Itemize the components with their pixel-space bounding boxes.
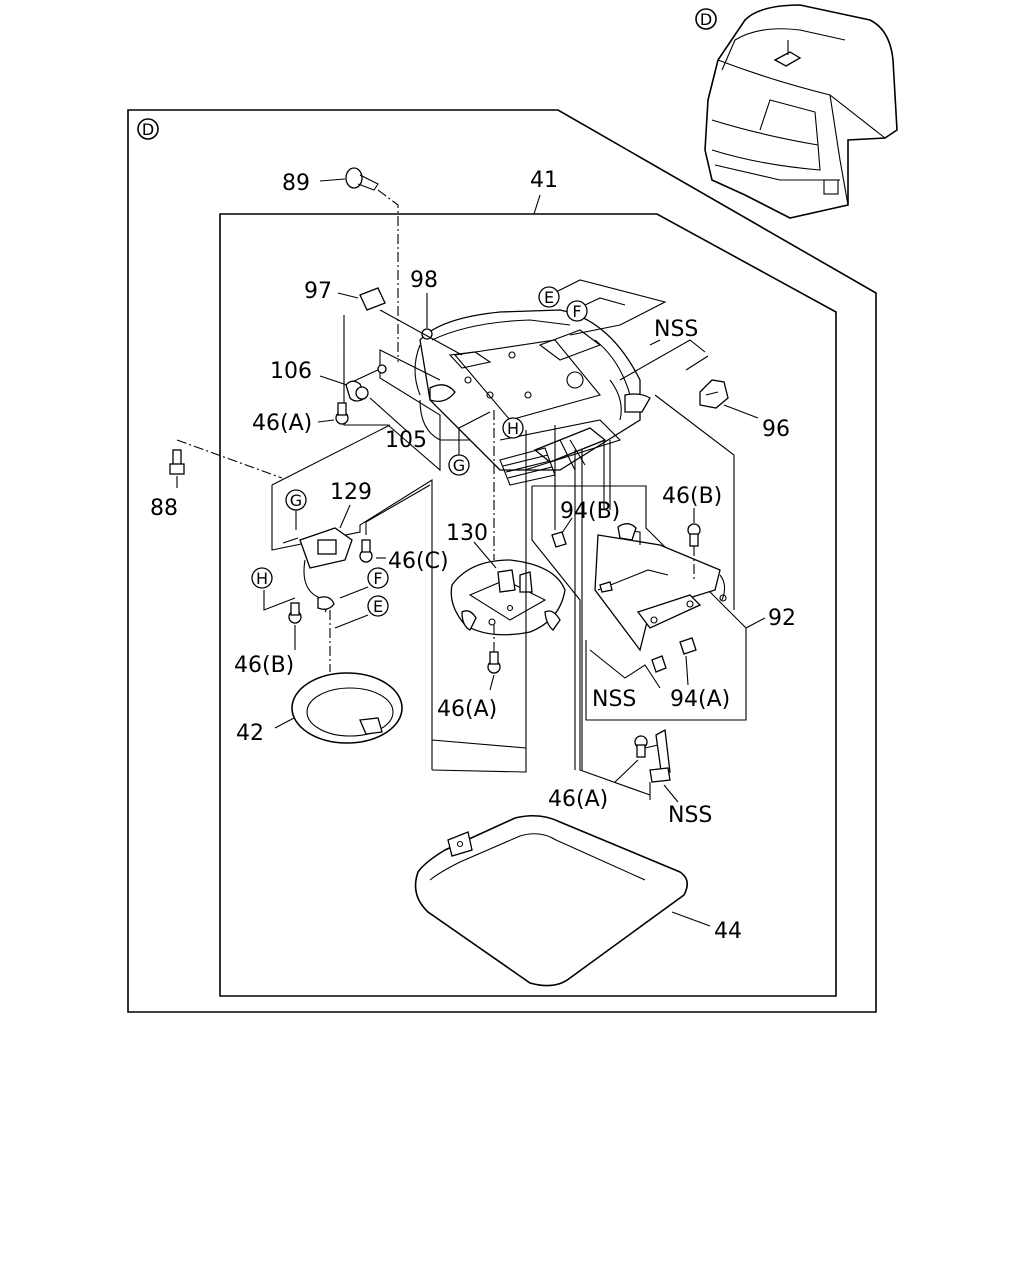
console-housing [414,309,651,486]
svg-text:F: F [373,569,382,588]
part-130-reflector [450,541,566,636]
callout-130: 130 [446,521,488,546]
view-marker-frame-letter: D [142,120,154,139]
callout-46a-1: 46(A) [252,411,312,436]
nss-leader-1 [649,339,661,346]
callout-46c: 46(C) [388,549,449,574]
callout-97: 97 [304,279,332,304]
inner-frame [219,213,837,997]
callout-46a-3: 46(A) [548,787,608,812]
connector-f-left: F [367,567,389,589]
svg-text:G: G [290,491,302,510]
part-46b-screw-1 [288,602,302,650]
part-94b-clip [551,517,573,548]
connector-line-f2 [339,586,369,599]
svg-text:E: E [373,597,383,616]
callout-105: 105 [385,428,427,453]
wire-frame-center [431,430,527,773]
part-92-bracket [594,523,766,652]
svg-text:G: G [453,456,465,475]
connector-line-e2 [334,614,369,629]
callout-94a: 94(A) [670,687,730,712]
connector-flag-f-line [584,297,626,306]
callout-42: 42 [236,721,264,746]
callout-88: 88 [150,496,178,521]
callout-nss-2: NSS [592,687,636,712]
part-105-clamp [345,380,409,433]
callout-nss-3: NSS [668,803,712,828]
connector-h-left: H [251,567,273,589]
connector-e-top: E [538,286,560,308]
nss-clip-1 [589,649,667,689]
part-46a-screw-2 [487,625,501,691]
wire-frame-center-b [431,739,527,749]
connector-line-h2 [263,590,296,611]
view-marker-top: D [695,8,717,30]
part-46a-screw-1 [317,402,349,425]
bracket-outline-lower [271,479,433,770]
part-46b-screw-2 [687,508,701,580]
part-97-pad [337,287,386,311]
outer-frame [127,109,877,1013]
svg-text:F: F [572,302,581,321]
callout-129: 129 [330,480,372,505]
screw-path-98 [379,309,463,356]
part-96-clip [654,355,759,610]
bracket-outline-left [343,315,441,472]
callout-106: 106 [270,359,312,384]
callout-46b-1: 46(B) [234,653,294,678]
callout-44: 44 [714,919,742,944]
connector-flag-top [539,279,667,336]
connector-e-left: E [367,595,389,617]
connector-g-left: G [285,489,307,530]
part-46c-screw [359,484,431,563]
part-88-bolt [169,439,283,488]
callout-96: 96 [762,417,790,442]
callout-nss-1: NSS [654,317,698,342]
callout-46a-2: 46(A) [437,697,497,722]
view-marker-top-letter: D [700,10,712,29]
part-89-screw [319,167,399,362]
connector-g-top: G [448,411,491,476]
callout-41: 41 [530,168,558,193]
part-129-socket [282,504,353,613]
callout-92: 92 [768,606,796,631]
connector-h-top: H [502,417,524,439]
part-42-lens [274,672,403,744]
part-94a-clip [679,637,697,686]
part-106-screw [319,364,387,387]
svg-text:H: H [507,419,519,438]
bracket-link-lower [271,424,391,486]
part-44-cover [414,814,711,987]
part-98-nut [421,293,433,340]
nss-bracket-3 [649,728,679,803]
callout-89: 89 [282,171,310,196]
part-46a-screw-3 [614,735,661,783]
callout-46b-2: 46(B) [662,484,722,509]
bracket-frame-right [531,486,651,796]
callout-94b: 94(B) [560,499,620,524]
cab-thumbnail [704,4,898,219]
nss-outline-1 [619,339,706,381]
view-marker-frame: D [137,118,159,140]
connector-f-top: F [566,300,588,322]
svg-text:H: H [256,569,268,588]
callout-98: 98 [410,268,438,293]
svg-text:E: E [544,288,554,307]
